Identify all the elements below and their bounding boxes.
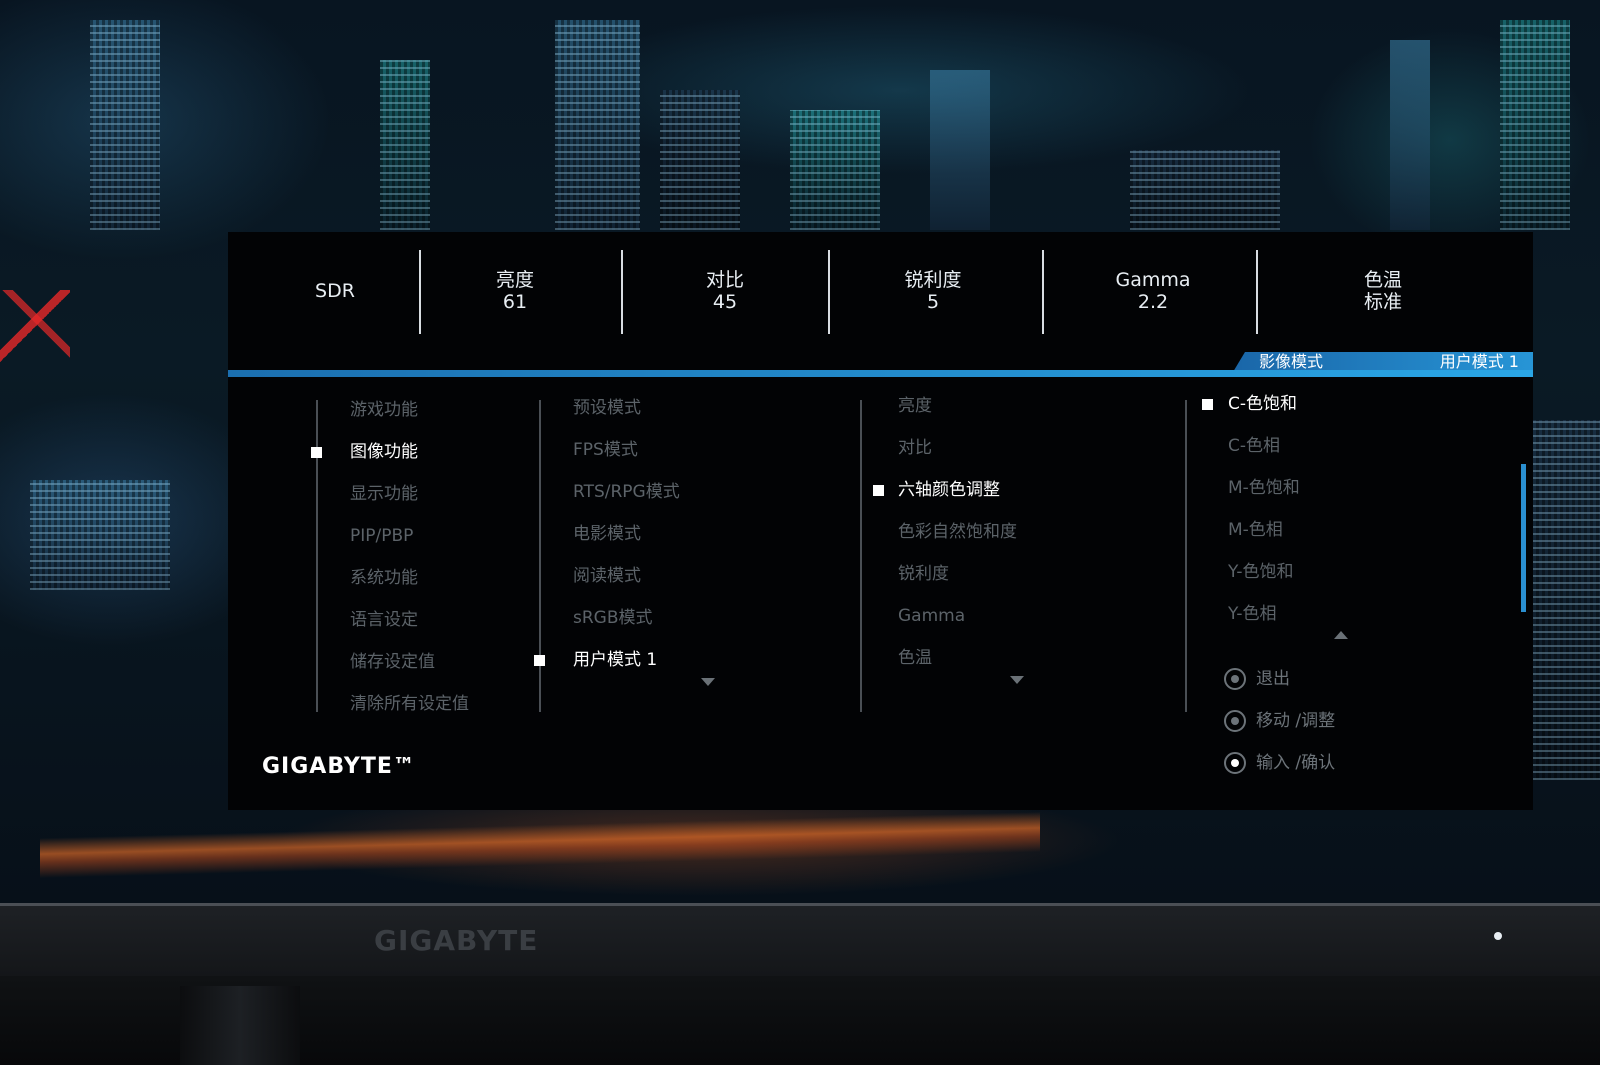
joystick-exit-icon bbox=[1224, 668, 1246, 690]
status-sdr-label: SDR bbox=[315, 280, 355, 302]
color-item-m-hue[interactable]: M-色相 bbox=[1228, 520, 1283, 540]
mode-item-rts-rpg[interactable]: RTS/RPG模式 bbox=[573, 482, 680, 502]
osd-menu-panel: SDR 亮度 61 对比 45 锐利度 5 Gamma 2.2 色温 标准 bbox=[228, 232, 1533, 810]
mode-item-standard[interactable]: 预设模式 bbox=[573, 398, 641, 418]
menu-item-gaming[interactable]: 游戏功能 bbox=[350, 400, 418, 420]
screen-edge bbox=[0, 903, 1600, 906]
gigabyte-logo: GIGABYTE™ bbox=[262, 754, 416, 779]
selection-marker bbox=[534, 655, 545, 666]
setting-item-color-temp[interactable]: 色温 bbox=[898, 648, 932, 668]
hint-move: 移动 /调整 bbox=[1224, 710, 1335, 732]
menu-item-display[interactable]: 显示功能 bbox=[350, 484, 418, 504]
status-contrast: 对比 45 bbox=[618, 250, 832, 332]
highway-lights bbox=[40, 811, 1040, 879]
status-sharpness: 锐利度 5 bbox=[826, 250, 1040, 332]
column-divider bbox=[316, 400, 318, 712]
color-item-c-saturation[interactable]: C-色饱和 bbox=[1228, 394, 1298, 414]
color-item-m-saturation[interactable]: M-色饱和 bbox=[1228, 478, 1300, 498]
selection-marker bbox=[311, 447, 322, 458]
status-color-temp: 色温 标准 bbox=[1276, 250, 1490, 332]
bezel-logo: GIGABYTE bbox=[374, 924, 539, 957]
color-item-y-hue[interactable]: Y-色相 bbox=[1228, 604, 1277, 624]
picture-mode-label: 影像模式 bbox=[1259, 352, 1324, 371]
hint-move-label: 移动 /调整 bbox=[1256, 711, 1336, 731]
column-divider bbox=[1185, 400, 1187, 712]
status-divider bbox=[1256, 250, 1258, 334]
status-brightness-label: 亮度 bbox=[495, 269, 534, 291]
mode-item-movie[interactable]: 电影模式 bbox=[573, 524, 641, 544]
status-color-temp-value: 标准 bbox=[1363, 291, 1402, 313]
status-sharpness-value: 5 bbox=[926, 291, 940, 313]
color-item-c-hue[interactable]: C-色相 bbox=[1228, 436, 1281, 456]
status-sharpness-label: 锐利度 bbox=[904, 269, 962, 291]
scroll-up-icon[interactable] bbox=[1334, 631, 1348, 639]
red-tower bbox=[0, 290, 70, 370]
status-contrast-label: 对比 bbox=[705, 269, 744, 291]
menu-item-save-settings[interactable]: 储存设定值 bbox=[350, 652, 435, 672]
menu-item-picture[interactable]: 图像功能 bbox=[350, 442, 418, 462]
status-divider bbox=[1042, 250, 1044, 334]
setting-item-brightness[interactable]: 亮度 bbox=[898, 396, 932, 416]
hint-enter: 输入 /确认 bbox=[1224, 752, 1335, 774]
stand-post bbox=[180, 986, 300, 1065]
color-item-y-saturation[interactable]: Y-色饱和 bbox=[1228, 562, 1294, 582]
scroll-down-icon[interactable] bbox=[701, 678, 715, 686]
setting-item-contrast[interactable]: 对比 bbox=[898, 438, 932, 458]
status-color-temp-label: 色温 bbox=[1363, 269, 1402, 291]
status-divider bbox=[828, 250, 830, 334]
monitor-stand bbox=[0, 976, 1600, 1065]
power-led-icon bbox=[1494, 932, 1502, 940]
column-divider bbox=[539, 400, 541, 712]
mode-item-srgb[interactable]: sRGB模式 bbox=[573, 608, 653, 628]
setting-item-vibrance[interactable]: 色彩自然饱和度 bbox=[898, 522, 1017, 542]
hint-exit-label: 退出 bbox=[1256, 669, 1290, 689]
scroll-down-icon[interactable] bbox=[1010, 676, 1024, 684]
selection-marker bbox=[873, 485, 884, 496]
menu-item-system[interactable]: 系统功能 bbox=[350, 568, 418, 588]
joystick-move-icon bbox=[1224, 710, 1246, 732]
setting-item-gamma[interactable]: Gamma bbox=[898, 606, 966, 626]
column-divider bbox=[860, 400, 862, 712]
status-sdr: SDR bbox=[228, 250, 442, 332]
menu-item-language[interactable]: 语言设定 bbox=[350, 610, 418, 630]
mode-item-reader[interactable]: 阅读模式 bbox=[573, 566, 641, 586]
picture-mode-tab: 影像模式 用户模式 1 bbox=[1233, 352, 1533, 372]
accent-bar bbox=[228, 370, 1533, 377]
status-gamma-label: Gamma bbox=[1115, 269, 1191, 291]
mode-item-fps[interactable]: FPS模式 bbox=[573, 440, 638, 460]
status-gamma-value: 2.2 bbox=[1137, 291, 1169, 313]
monitor-bezel: GIGABYTE bbox=[0, 906, 1600, 976]
hint-enter-label: 输入 /确认 bbox=[1256, 753, 1336, 773]
scrollbar[interactable] bbox=[1521, 464, 1526, 612]
selection-marker bbox=[1202, 399, 1213, 410]
setting-item-sharpness[interactable]: 锐利度 bbox=[898, 564, 949, 584]
status-divider bbox=[419, 250, 421, 334]
status-brightness-value: 61 bbox=[502, 291, 528, 313]
status-gamma: Gamma 2.2 bbox=[1046, 250, 1260, 332]
status-divider bbox=[621, 250, 623, 334]
mode-item-user-1[interactable]: 用户模式 1 bbox=[573, 650, 658, 670]
menu-item-reset-all[interactable]: 清除所有设定值 bbox=[350, 694, 469, 714]
status-contrast-value: 45 bbox=[712, 291, 738, 313]
setting-item-six-axis-color[interactable]: 六轴颜色调整 bbox=[898, 480, 1000, 500]
status-brightness: 亮度 61 bbox=[408, 250, 622, 332]
joystick-press-icon bbox=[1224, 752, 1246, 774]
picture-mode-value: 用户模式 1 bbox=[1439, 352, 1519, 371]
menu-item-pip-pbp[interactable]: PIP/PBP bbox=[350, 526, 414, 546]
hint-exit: 退出 bbox=[1224, 668, 1290, 690]
